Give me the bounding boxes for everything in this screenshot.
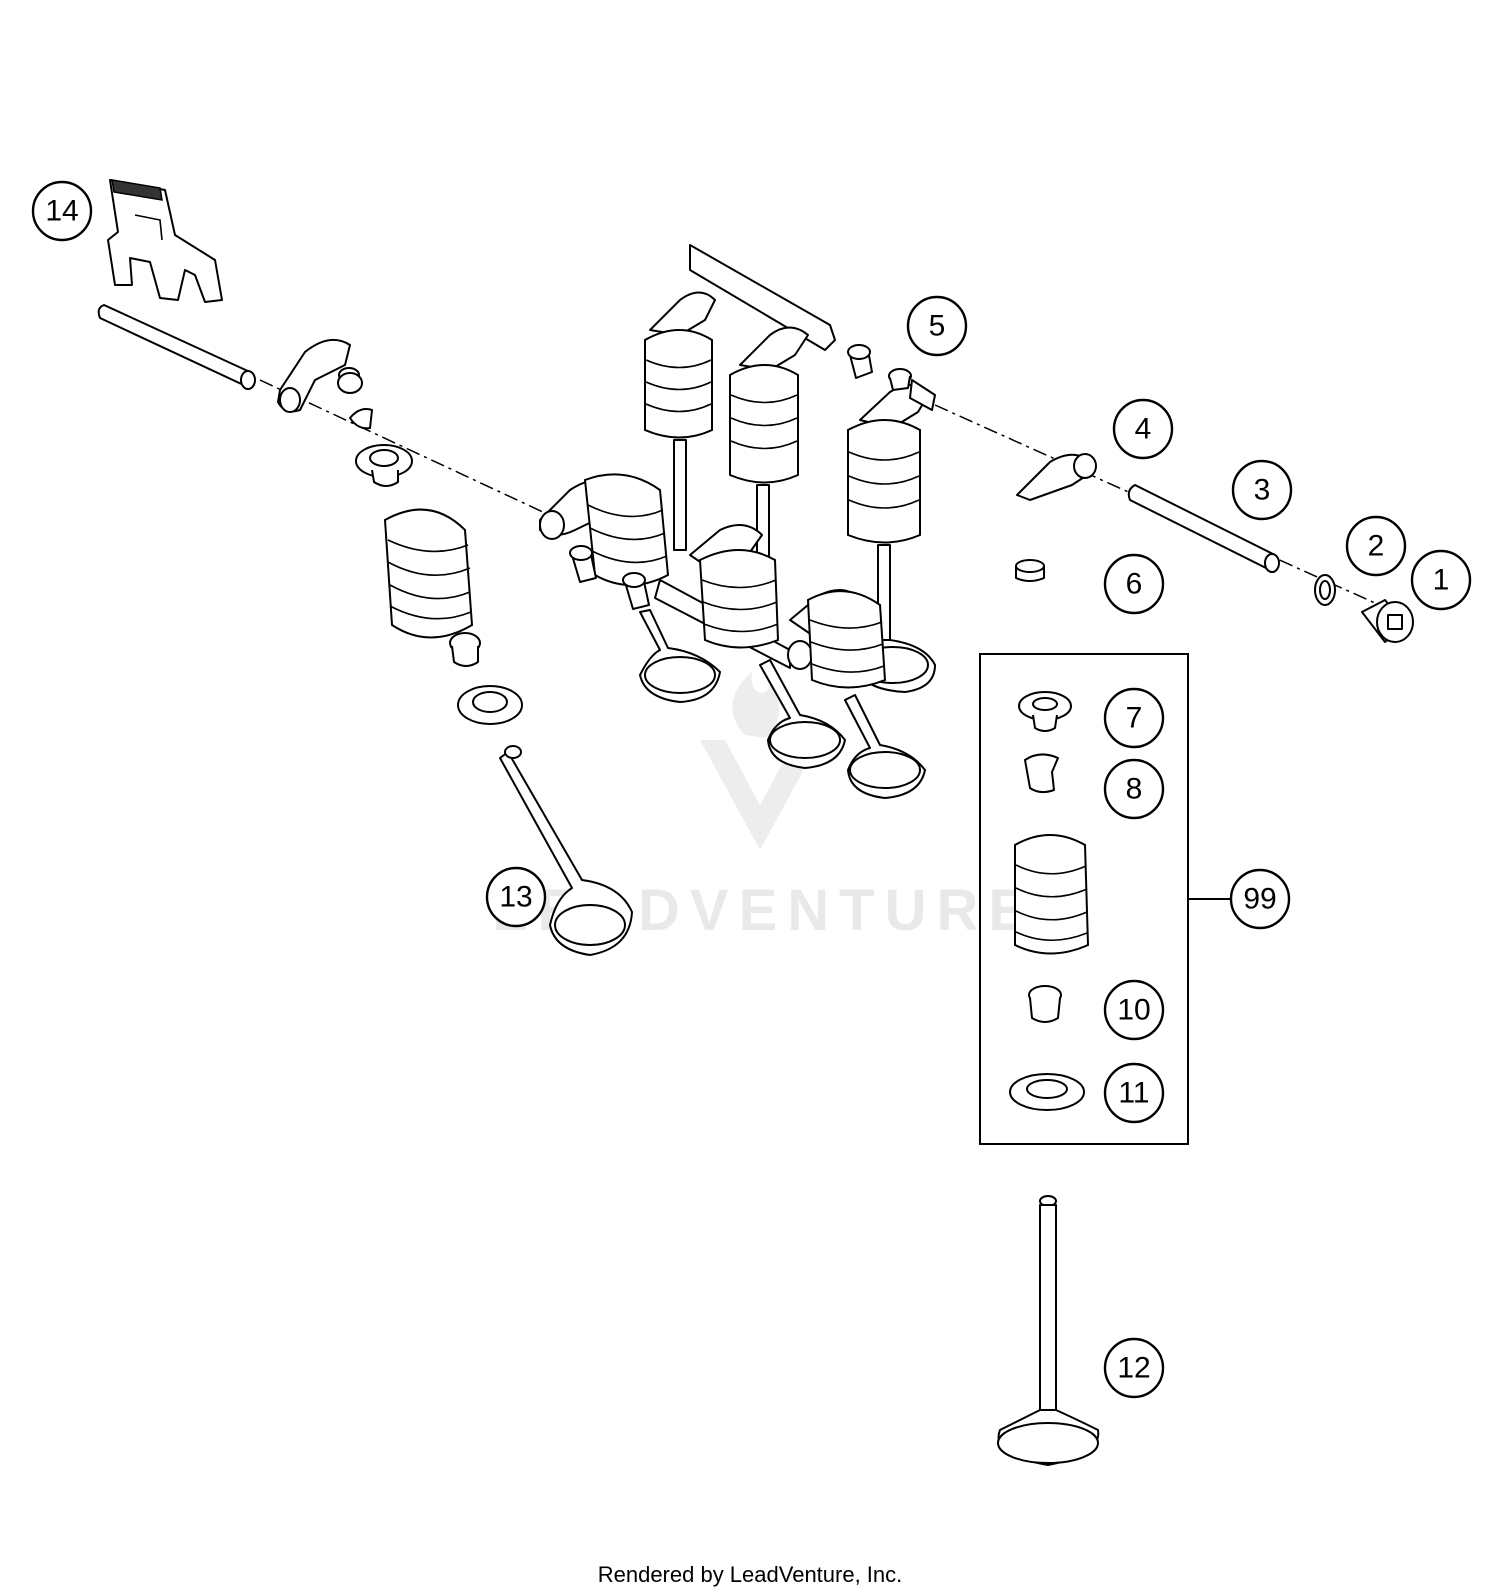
part-3-rocker-shaft <box>1127 484 1280 573</box>
left-valve-keeper <box>349 408 373 430</box>
part-7-valve-spring-retainer <box>1018 691 1072 732</box>
callout-1: 1 <box>1410 549 1472 611</box>
rear-valve-assembly-1 <box>644 244 836 551</box>
watermark-logo <box>700 672 820 850</box>
left-loose-shim <box>337 372 363 394</box>
callout-12: 12 <box>1103 1337 1165 1399</box>
part-99-valve-spring <box>1014 834 1090 955</box>
callout-2: 2 <box>1345 515 1407 577</box>
callout-3: 3 <box>1231 459 1293 521</box>
callout-14: 14 <box>31 180 93 242</box>
render-credit: Rendered by LeadVenture, Inc. <box>597 1562 903 1587</box>
part-6-shim <box>1015 559 1045 582</box>
callout-13: 13 <box>485 866 547 928</box>
part-12-valve <box>997 1195 1100 1466</box>
callout-10-label: 10 <box>1117 994 1150 1027</box>
left-valve-stem-seal <box>449 632 481 667</box>
front-valve-assembly-2 <box>654 524 846 769</box>
callout-5-label: 5 <box>929 310 946 343</box>
part-5-bolt-d <box>622 572 650 610</box>
callout-4-label: 4 <box>1135 413 1152 446</box>
part-14-rocker-bracket <box>107 179 223 303</box>
front-valve-assembly-3 <box>787 589 926 799</box>
part-8-valve-keeper <box>1024 753 1059 794</box>
callout-99-label: 99 <box>1243 883 1276 916</box>
callout-2-label: 2 <box>1368 530 1385 563</box>
front-valve-assembly-1 <box>539 473 721 703</box>
callout-1-label: 1 <box>1433 564 1450 597</box>
callout-7: 7 <box>1103 687 1165 749</box>
callout-14-label: 14 <box>45 195 78 228</box>
left-rocker-shaft <box>97 304 256 390</box>
callout-12-label: 12 <box>1117 1352 1150 1385</box>
callout-5: 5 <box>906 295 968 357</box>
callout-4: 4 <box>1112 398 1174 460</box>
left-valve-spring-seat <box>457 685 523 725</box>
callout-8-label: 8 <box>1126 773 1143 806</box>
part-11-valve-spring-seat <box>1009 1073 1085 1111</box>
callout-6-label: 6 <box>1126 568 1143 601</box>
callout-6: 6 <box>1103 553 1165 615</box>
callout-11: 11 <box>1103 1062 1165 1124</box>
left-shaft-axis <box>259 379 561 521</box>
part-5-bolt-c <box>569 545 597 583</box>
part-4-rocker-arm <box>1016 453 1097 501</box>
part-5-bolt-a <box>847 344 873 379</box>
rear-valve-assembly-2 <box>729 326 809 571</box>
part-5-bolt-b <box>888 368 912 391</box>
part-2-washer <box>1314 574 1336 606</box>
callout-99: 99 <box>1229 868 1291 930</box>
callout-3-label: 3 <box>1254 474 1271 507</box>
valve-spring-kit-box <box>979 653 1230 1145</box>
part-1-plug-screw <box>1361 599 1414 643</box>
callout-13-label: 13 <box>499 881 532 914</box>
left-valve-spring <box>383 508 474 639</box>
left-valve-retainer <box>355 444 413 487</box>
callout-10: 10 <box>1103 979 1165 1041</box>
callout-8: 8 <box>1103 758 1165 820</box>
callout-7-label: 7 <box>1126 702 1143 735</box>
left-loose-valve <box>499 745 633 956</box>
part-10-valve-stem-seal <box>1028 985 1062 1023</box>
callout-11-label: 11 <box>1118 1077 1149 1110</box>
